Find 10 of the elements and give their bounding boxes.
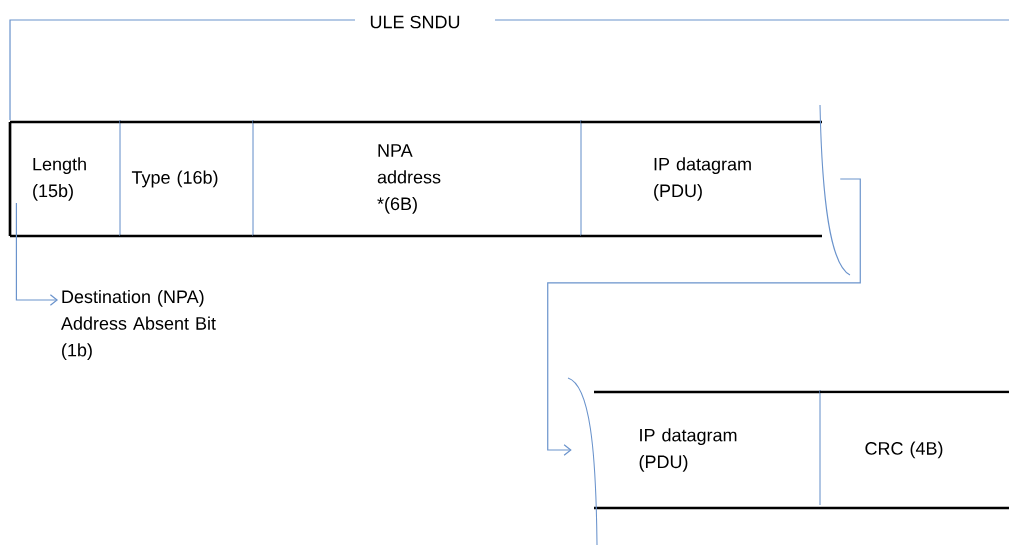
field-cell: IP datagram (PDU) [581, 104, 851, 276]
field-cell: CRC (4B) [820, 390, 1009, 510]
field-cell: IP datagram (PDU) [567, 377, 821, 545]
annotation-text: Destination (NPA) Address Absent Bit (1b) [61, 289, 216, 360]
field-cell: NPA address *(6B) [253, 119, 582, 238]
title: ULE SNDU [365, 11, 465, 33]
arrow [547, 178, 861, 456]
field-cell: Type (16b) [120, 119, 254, 238]
field-cell: Length (15b) [8, 119, 121, 238]
arrow [15, 202, 58, 306]
